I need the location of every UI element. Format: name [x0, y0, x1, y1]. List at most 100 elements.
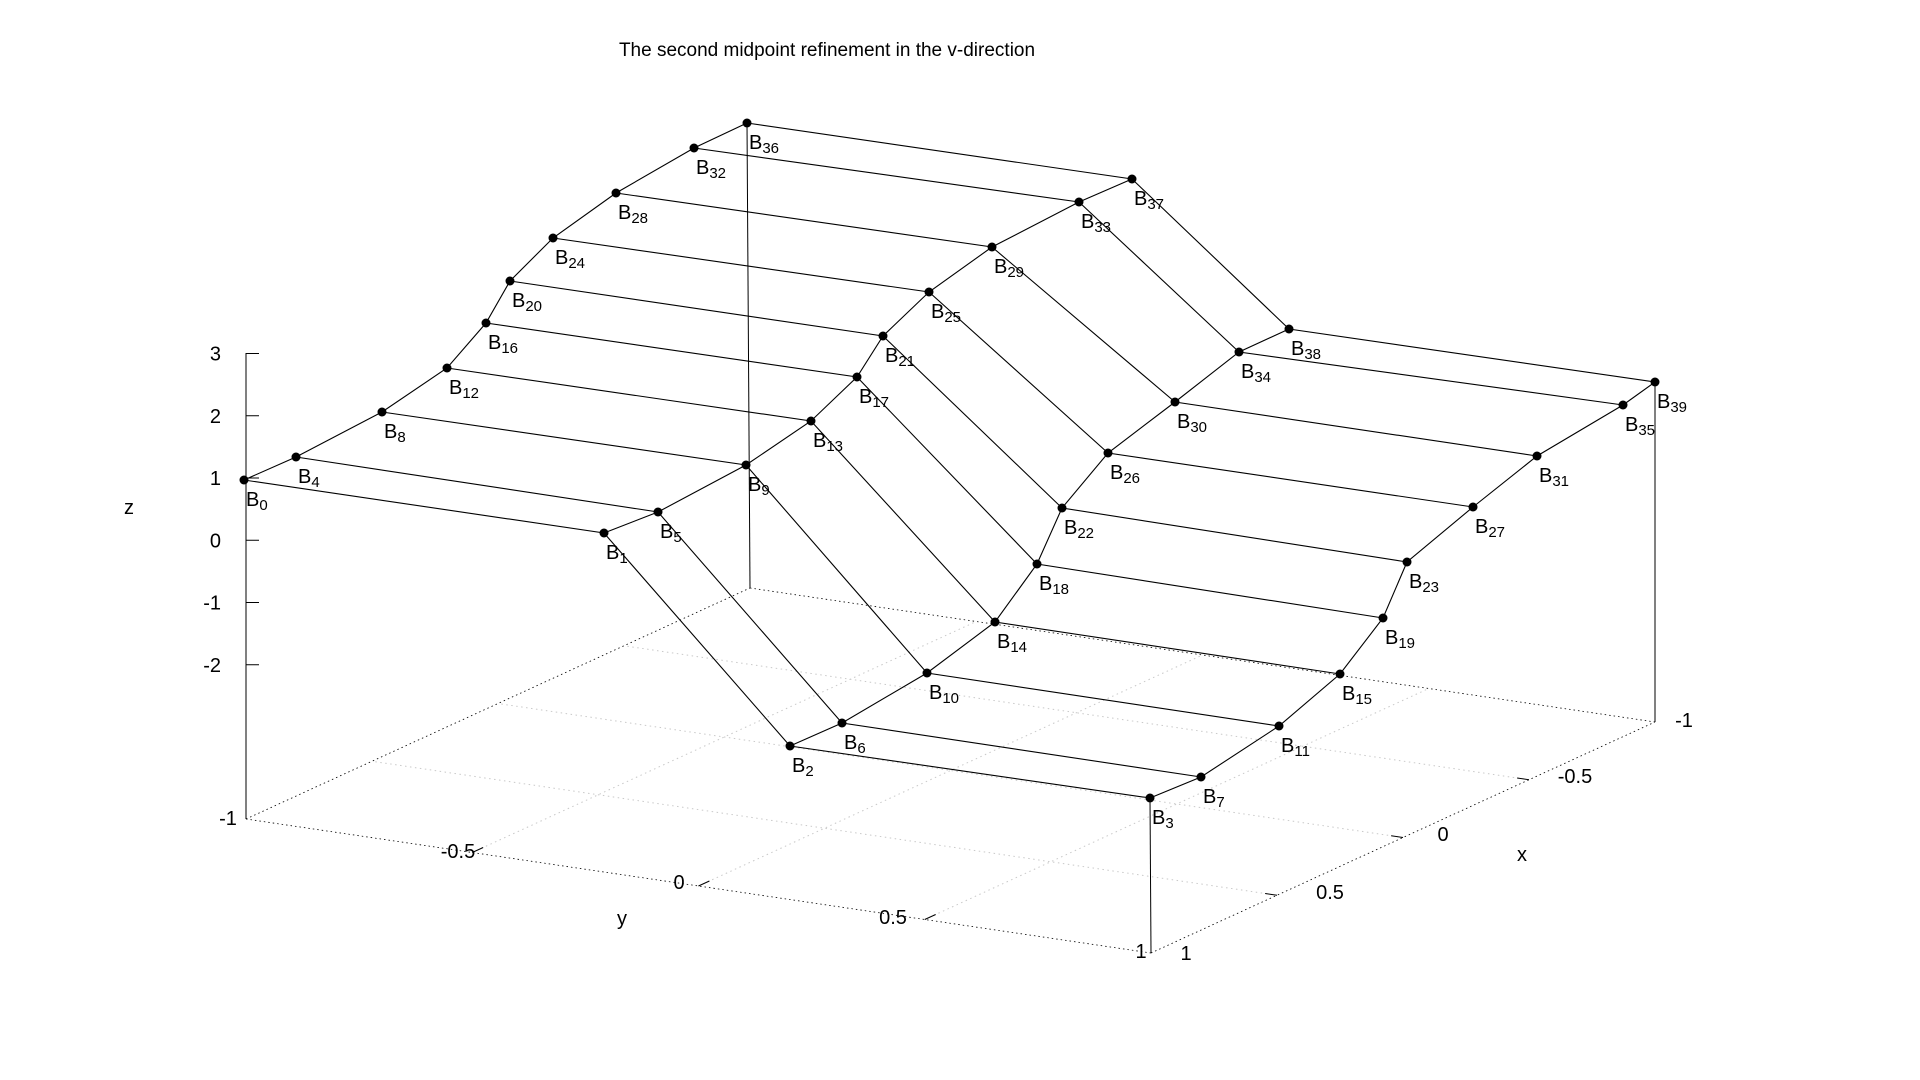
control-point-B9	[741, 460, 751, 470]
y-tick-mark	[472, 847, 484, 853]
mesh-col-line-1	[603, 178, 1133, 534]
control-point-B15	[1335, 669, 1345, 679]
x-tick-label: 0	[1437, 824, 1448, 846]
point-label-B25: B25	[931, 301, 961, 326]
mesh-row-line-6	[552, 237, 1474, 508]
point-label-B30: B30	[1177, 411, 1207, 436]
mesh-row-line-1	[295, 456, 1202, 778]
control-point-B16	[481, 318, 491, 328]
point-label-B1: B1	[606, 542, 628, 567]
point-label-B17: B17	[859, 386, 889, 411]
x-tick-label: -0.5	[1558, 766, 1592, 788]
drop-line-B3	[1149, 797, 1152, 954]
control-point-B35	[1618, 400, 1628, 410]
control-point-B7	[1196, 772, 1206, 782]
control-point-B30	[1170, 397, 1180, 407]
x-tick-label: -1	[1675, 710, 1693, 732]
point-label-B11: B11	[1281, 735, 1310, 760]
z-tick-label: 2	[210, 406, 221, 428]
point-label-B4: B4	[298, 466, 320, 491]
point-labels: B0B1B2B3B4B5B6B7B8B9B10B11B12B13B14B15B1…	[246, 132, 1687, 832]
mesh-row-line-8	[693, 147, 1624, 406]
point-label-B21: B21	[885, 345, 915, 370]
z-tick-label: -2	[203, 655, 221, 677]
point-label-B29: B29	[994, 256, 1024, 281]
point-label-B5: B5	[660, 521, 682, 546]
mesh-lines	[243, 122, 1656, 799]
point-label-B20: B20	[512, 290, 542, 315]
point-label-B28: B28	[618, 202, 648, 227]
point-label-B6: B6	[844, 732, 866, 757]
base-edge	[749, 587, 1656, 723]
z-axis-title: z	[124, 497, 134, 519]
mesh-col-line-3	[1149, 381, 1656, 799]
control-point-B22	[1057, 503, 1067, 513]
control-point-B28	[611, 188, 621, 198]
control-point-B1	[599, 528, 609, 538]
control-point-B5	[653, 507, 663, 517]
point-label-B16: B16	[488, 332, 518, 357]
control-point-B10	[922, 668, 932, 678]
x-tick-mark	[1517, 777, 1530, 781]
base-grid	[371, 621, 1530, 920]
control-point-B0	[239, 475, 249, 485]
mesh-row-line-0	[243, 479, 1151, 799]
control-point-B38	[1284, 324, 1294, 334]
mesh-row-line-3	[446, 367, 1341, 675]
control-point-B21	[878, 331, 888, 341]
x-axis-title: x	[1517, 844, 1527, 866]
control-point-B6	[837, 718, 847, 728]
x-tick-label: 1	[1180, 943, 1191, 965]
point-label-B39: B39	[1657, 391, 1687, 416]
control-point-B3	[1145, 793, 1155, 803]
y-tick-label: -1	[219, 808, 237, 830]
point-label-B32: B32	[696, 157, 726, 182]
y-tick-label: 1	[1135, 941, 1146, 963]
control-point-B14	[990, 617, 1000, 627]
axis-ticks: 10.50-0.5-1-1-0.500.51	[219, 710, 1693, 965]
y-tick-label: 0	[673, 872, 684, 894]
control-point-B32	[689, 143, 699, 153]
point-label-B7: B7	[1203, 786, 1225, 811]
control-point-B17	[852, 372, 862, 382]
point-label-B2: B2	[792, 755, 814, 780]
point-label-B31: B31	[1539, 465, 1569, 490]
control-point-B29	[987, 242, 997, 252]
control-point-B19	[1378, 613, 1388, 623]
control-point-B36	[742, 118, 752, 128]
y-tick-mark	[698, 880, 710, 887]
z-tick-label: 1	[210, 468, 221, 490]
control-point-B37	[1127, 174, 1137, 184]
point-label-B18: B18	[1039, 573, 1069, 598]
point-label-B9: B9	[748, 474, 770, 499]
x-tick-label: 0.5	[1316, 882, 1344, 904]
point-label-B35: B35	[1625, 414, 1655, 439]
point-label-B14: B14	[997, 631, 1027, 656]
chart-title: The second midpoint refinement in the v-…	[619, 40, 1035, 61]
control-point-B31	[1532, 451, 1542, 461]
control-point-B8	[377, 407, 387, 417]
base-edge	[245, 587, 751, 820]
mesh-row-line-4	[485, 322, 1384, 619]
point-label-B33: B33	[1081, 211, 1111, 236]
mesh-row-line-5	[509, 280, 1408, 563]
control-point-B25	[924, 287, 934, 297]
x-tick-mark	[1391, 835, 1404, 838]
z-tick-label: 3	[210, 344, 221, 366]
point-label-B22: B22	[1064, 517, 1094, 542]
control-point-B11	[1274, 721, 1284, 731]
x-tick-mark	[1265, 892, 1278, 896]
mesh-col-line-2	[789, 328, 1290, 747]
point-label-B0: B0	[246, 489, 268, 514]
mesh-row-line-2	[381, 411, 1280, 727]
point-label-B8: B8	[384, 421, 406, 446]
control-point-B34	[1234, 347, 1244, 357]
y-tick-mark	[924, 914, 936, 920]
y-tick-label: 0.5	[879, 907, 907, 929]
control-point-B13	[806, 416, 816, 426]
point-label-B38: B38	[1291, 338, 1321, 363]
point-label-B10: B10	[929, 682, 959, 707]
control-point-B27	[1468, 502, 1478, 512]
